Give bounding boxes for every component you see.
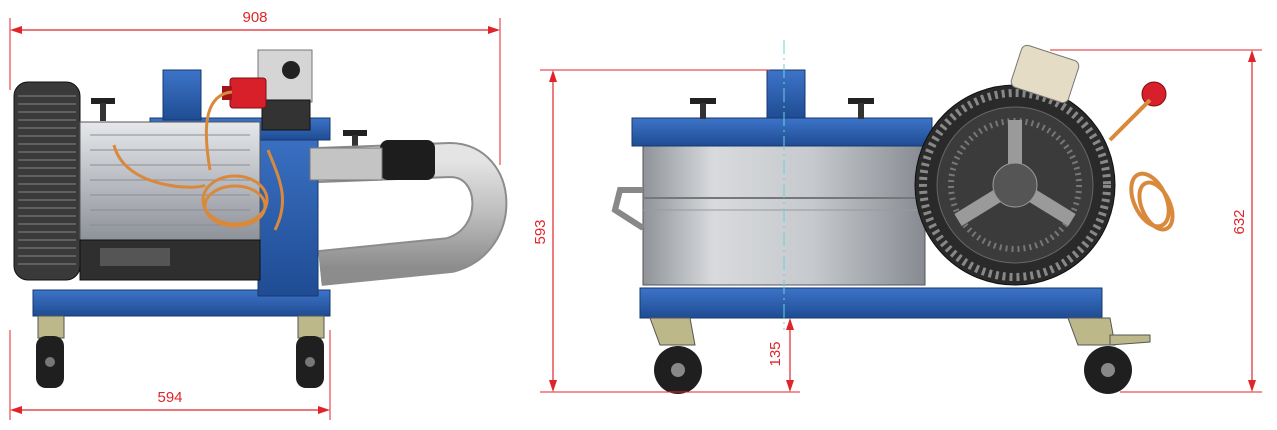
right-red-plug [1108,81,1167,142]
right-caster-right [1067,317,1151,394]
left-caster-left [36,315,65,388]
dimension-593: 593 [532,69,770,393]
right-knob-right [848,98,874,119]
right-lid [631,117,933,147]
left-motor-body [79,121,261,241]
right-top-pipe [766,69,806,119]
dimension-label-908: 908 [242,9,267,26]
dimension-label-632: 632 [1231,209,1248,234]
right-control-box [1010,44,1080,104]
dimension-label-593: 593 [532,219,549,244]
right-view [611,40,1175,394]
dimension-594: 594 [9,330,331,420]
left-knob-handle [91,98,115,121]
left-view [13,49,508,388]
right-knob-left [690,98,716,119]
right-base-frame [639,287,1103,319]
dimension-908: 908 [9,9,501,165]
left-caster-right [296,315,325,388]
dimension-135: 135 [700,318,800,393]
left-knob-handle-2 [343,130,367,151]
left-hose [309,140,508,286]
right-copper-coil [1129,171,1175,232]
dimension-label-594: 594 [157,389,182,406]
dimension-label-135: 135 [767,341,784,366]
left-top-pipe [162,69,202,121]
left-blue-column [257,117,319,297]
left-blower-housing [13,81,81,281]
left-copper-coil [112,90,284,231]
dimension-632: 632 [1050,49,1262,393]
right-drum-handle [611,187,645,231]
right-blower [914,84,1116,286]
right-caster-left [649,317,702,394]
